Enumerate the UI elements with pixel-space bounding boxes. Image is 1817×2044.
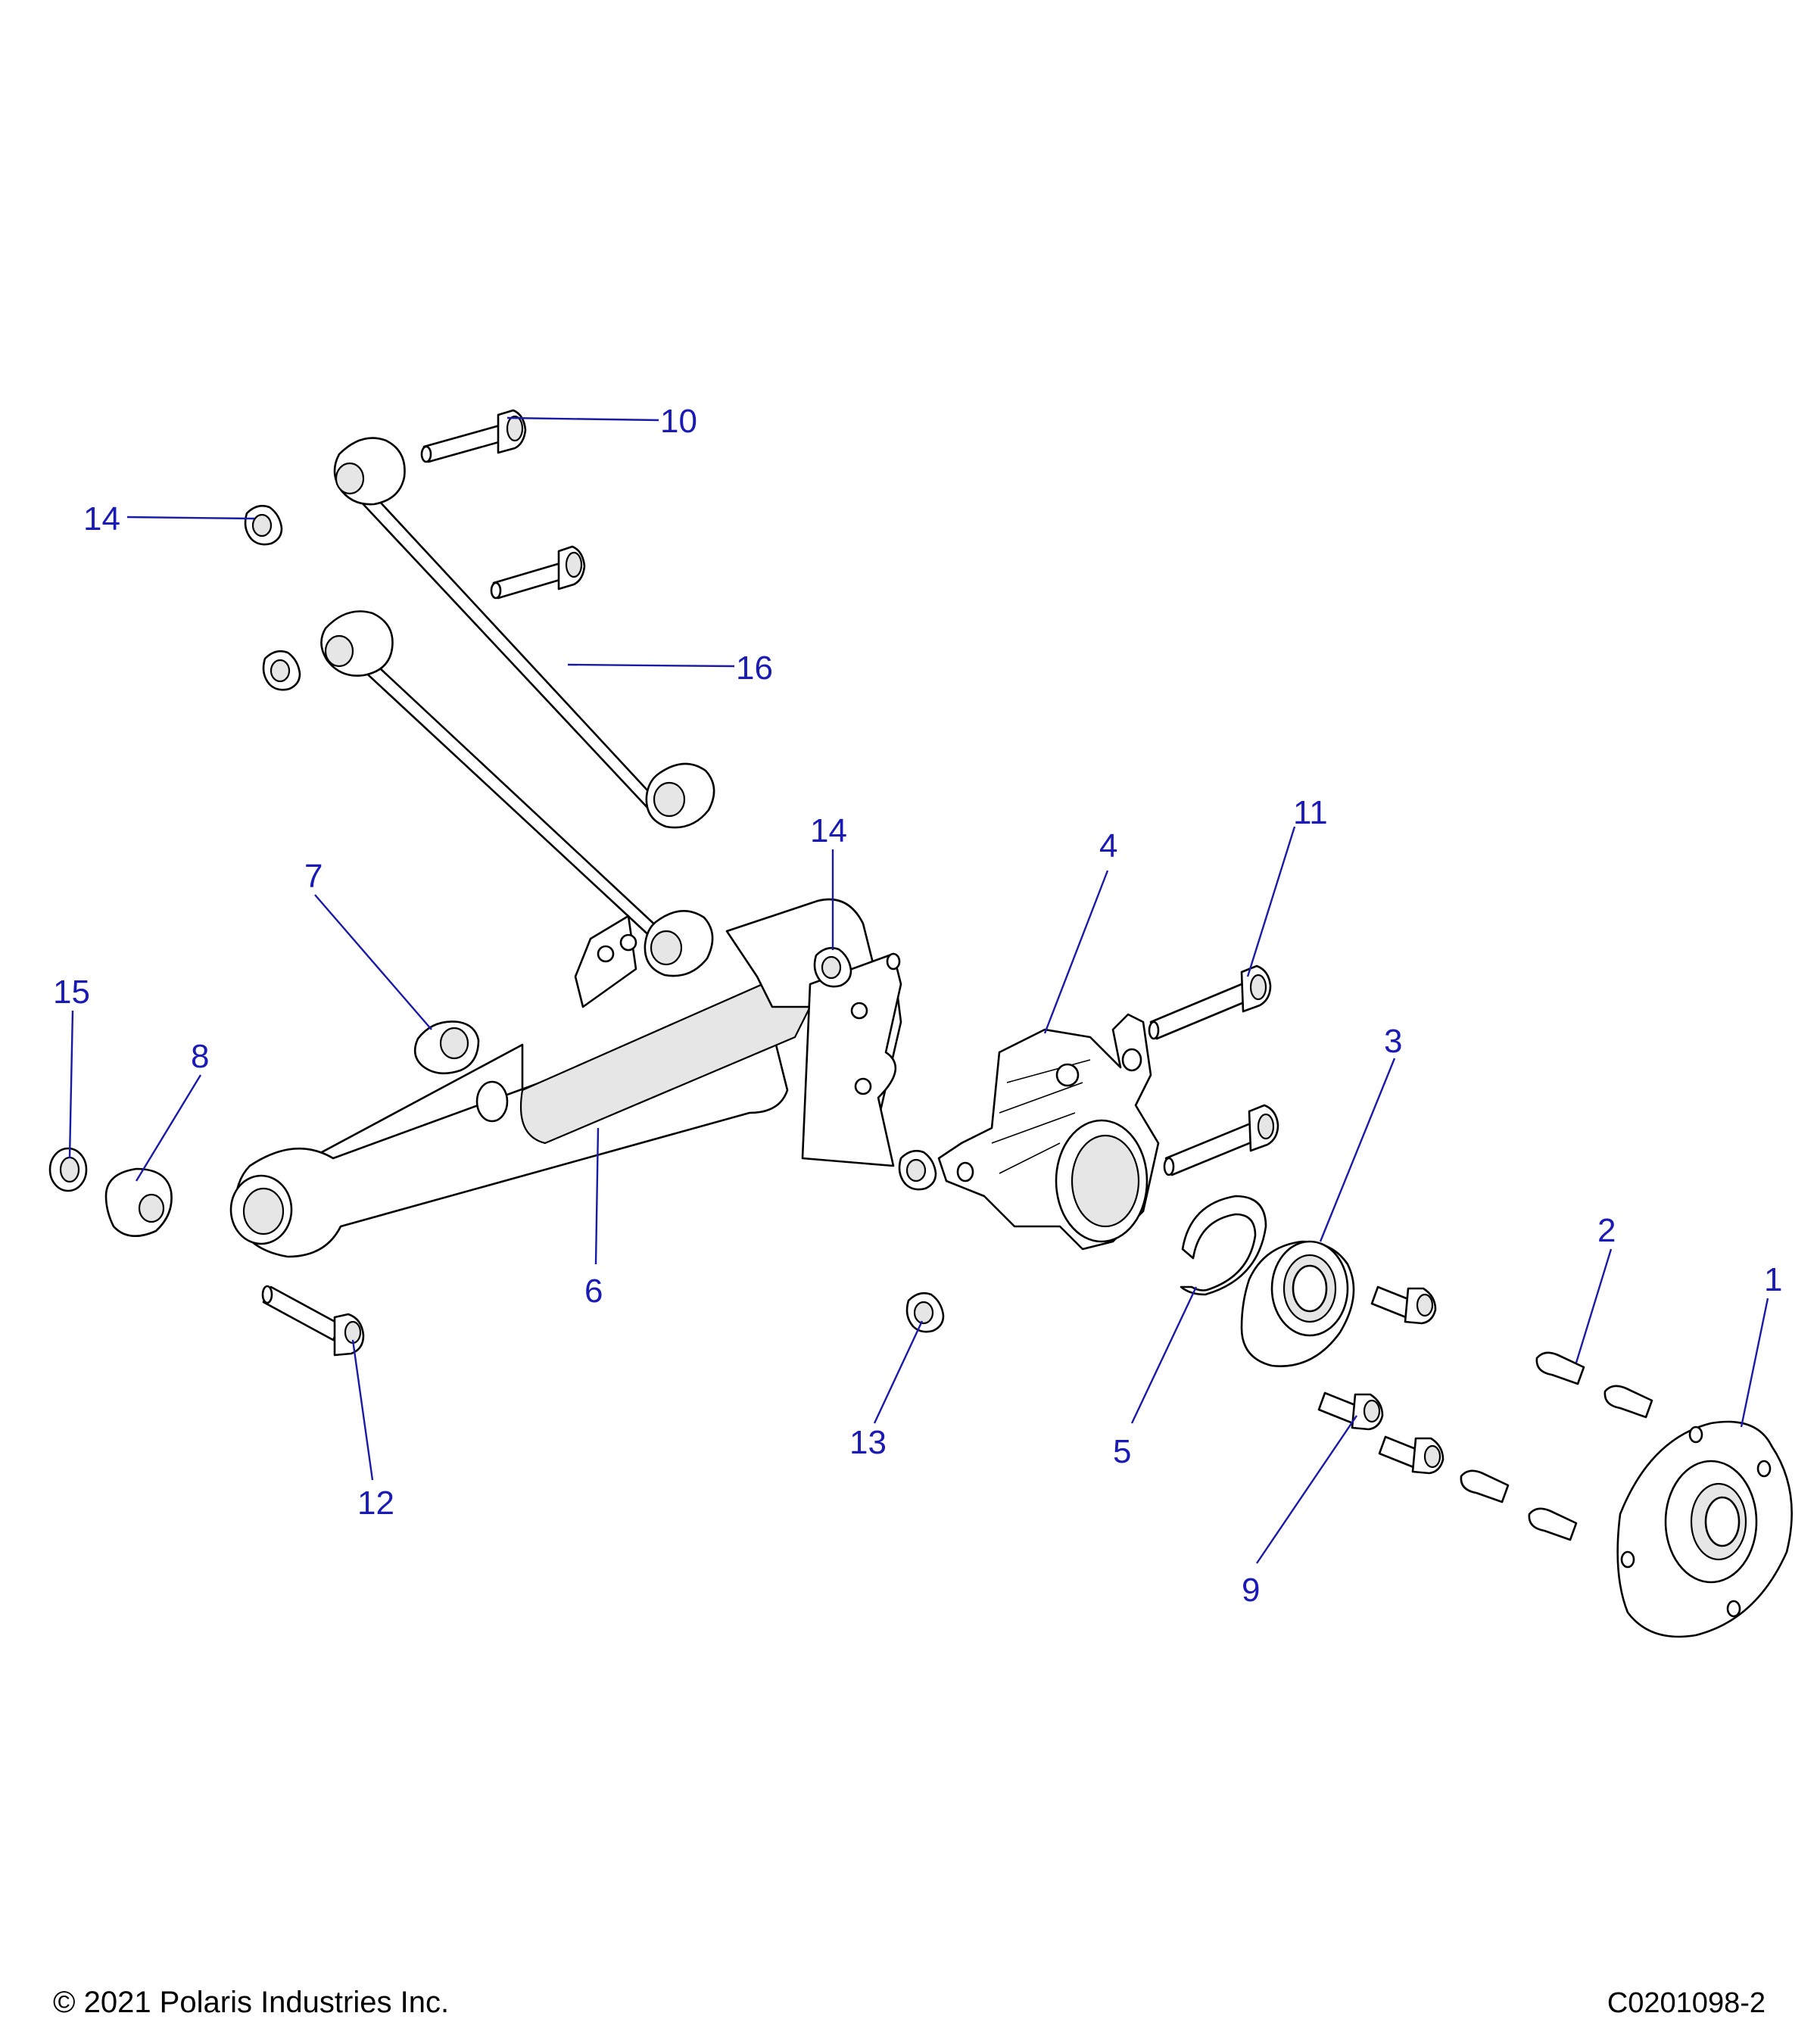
nut-14-right (813, 946, 852, 988)
drawing-number: C0201098-2 (1607, 1987, 1766, 2019)
callout-7: 7 (304, 858, 323, 895)
callout-8: 8 (191, 1038, 209, 1075)
stud-2-c (1460, 1469, 1510, 1503)
bolt-9-b (1317, 1391, 1384, 1431)
bushing-8 (104, 1167, 173, 1238)
bolt-11-upper (1148, 964, 1272, 1040)
callout-4: 4 (1099, 827, 1117, 865)
stud-2-d (1528, 1507, 1578, 1541)
callout-16: 16 (736, 650, 773, 687)
callout-13: 13 (849, 1424, 887, 1461)
bolt-12 (261, 1285, 365, 1357)
callout-2: 2 (1597, 1212, 1616, 1249)
snap-ring-5 (1180, 1195, 1267, 1296)
callout-15: 15 (53, 974, 90, 1011)
copyright-notice: © 2021 Polaris Industries Inc. (53, 1986, 450, 2019)
nut-13 (905, 1292, 945, 1333)
bolt-10-lower (490, 545, 586, 600)
washer-15 (48, 1147, 88, 1192)
callout-1: 1 (1764, 1261, 1782, 1298)
callout-11: 11 (1293, 794, 1328, 831)
nut-arm-end (898, 1149, 937, 1191)
callout-3: 3 (1384, 1023, 1402, 1060)
toe-link-lower (320, 610, 714, 977)
callout-14-top: 14 (83, 500, 120, 537)
trailing-arm (229, 898, 902, 1258)
toe-link-upper (333, 437, 715, 829)
hub-1 (1616, 1420, 1793, 1638)
callout-9: 9 (1242, 1572, 1260, 1609)
callout-6: 6 (584, 1273, 603, 1310)
stud-2-a (1535, 1351, 1585, 1385)
bolt-9-c (1378, 1435, 1445, 1475)
knuckle-4 (937, 1013, 1160, 1251)
bolt-9-a (1370, 1285, 1437, 1325)
bolt-11-lower (1163, 1104, 1279, 1176)
bearing-3 (1240, 1240, 1355, 1367)
callout-12: 12 (357, 1485, 394, 1522)
leader-lines (68, 416, 1769, 1564)
callout-labels: 10 14 16 14 11 4 3 2 1 7 15 8 6 12 13 5 … (53, 403, 1782, 1609)
callout-14-right: 14 (810, 812, 847, 849)
bolt-10-upper (420, 409, 527, 463)
stud-2-b (1604, 1385, 1653, 1419)
callout-10: 10 (660, 403, 697, 440)
plug-7 (413, 1020, 480, 1075)
nut-14-top (244, 504, 283, 546)
callout-5: 5 (1113, 1433, 1131, 1470)
nut-14-mid (262, 650, 301, 691)
